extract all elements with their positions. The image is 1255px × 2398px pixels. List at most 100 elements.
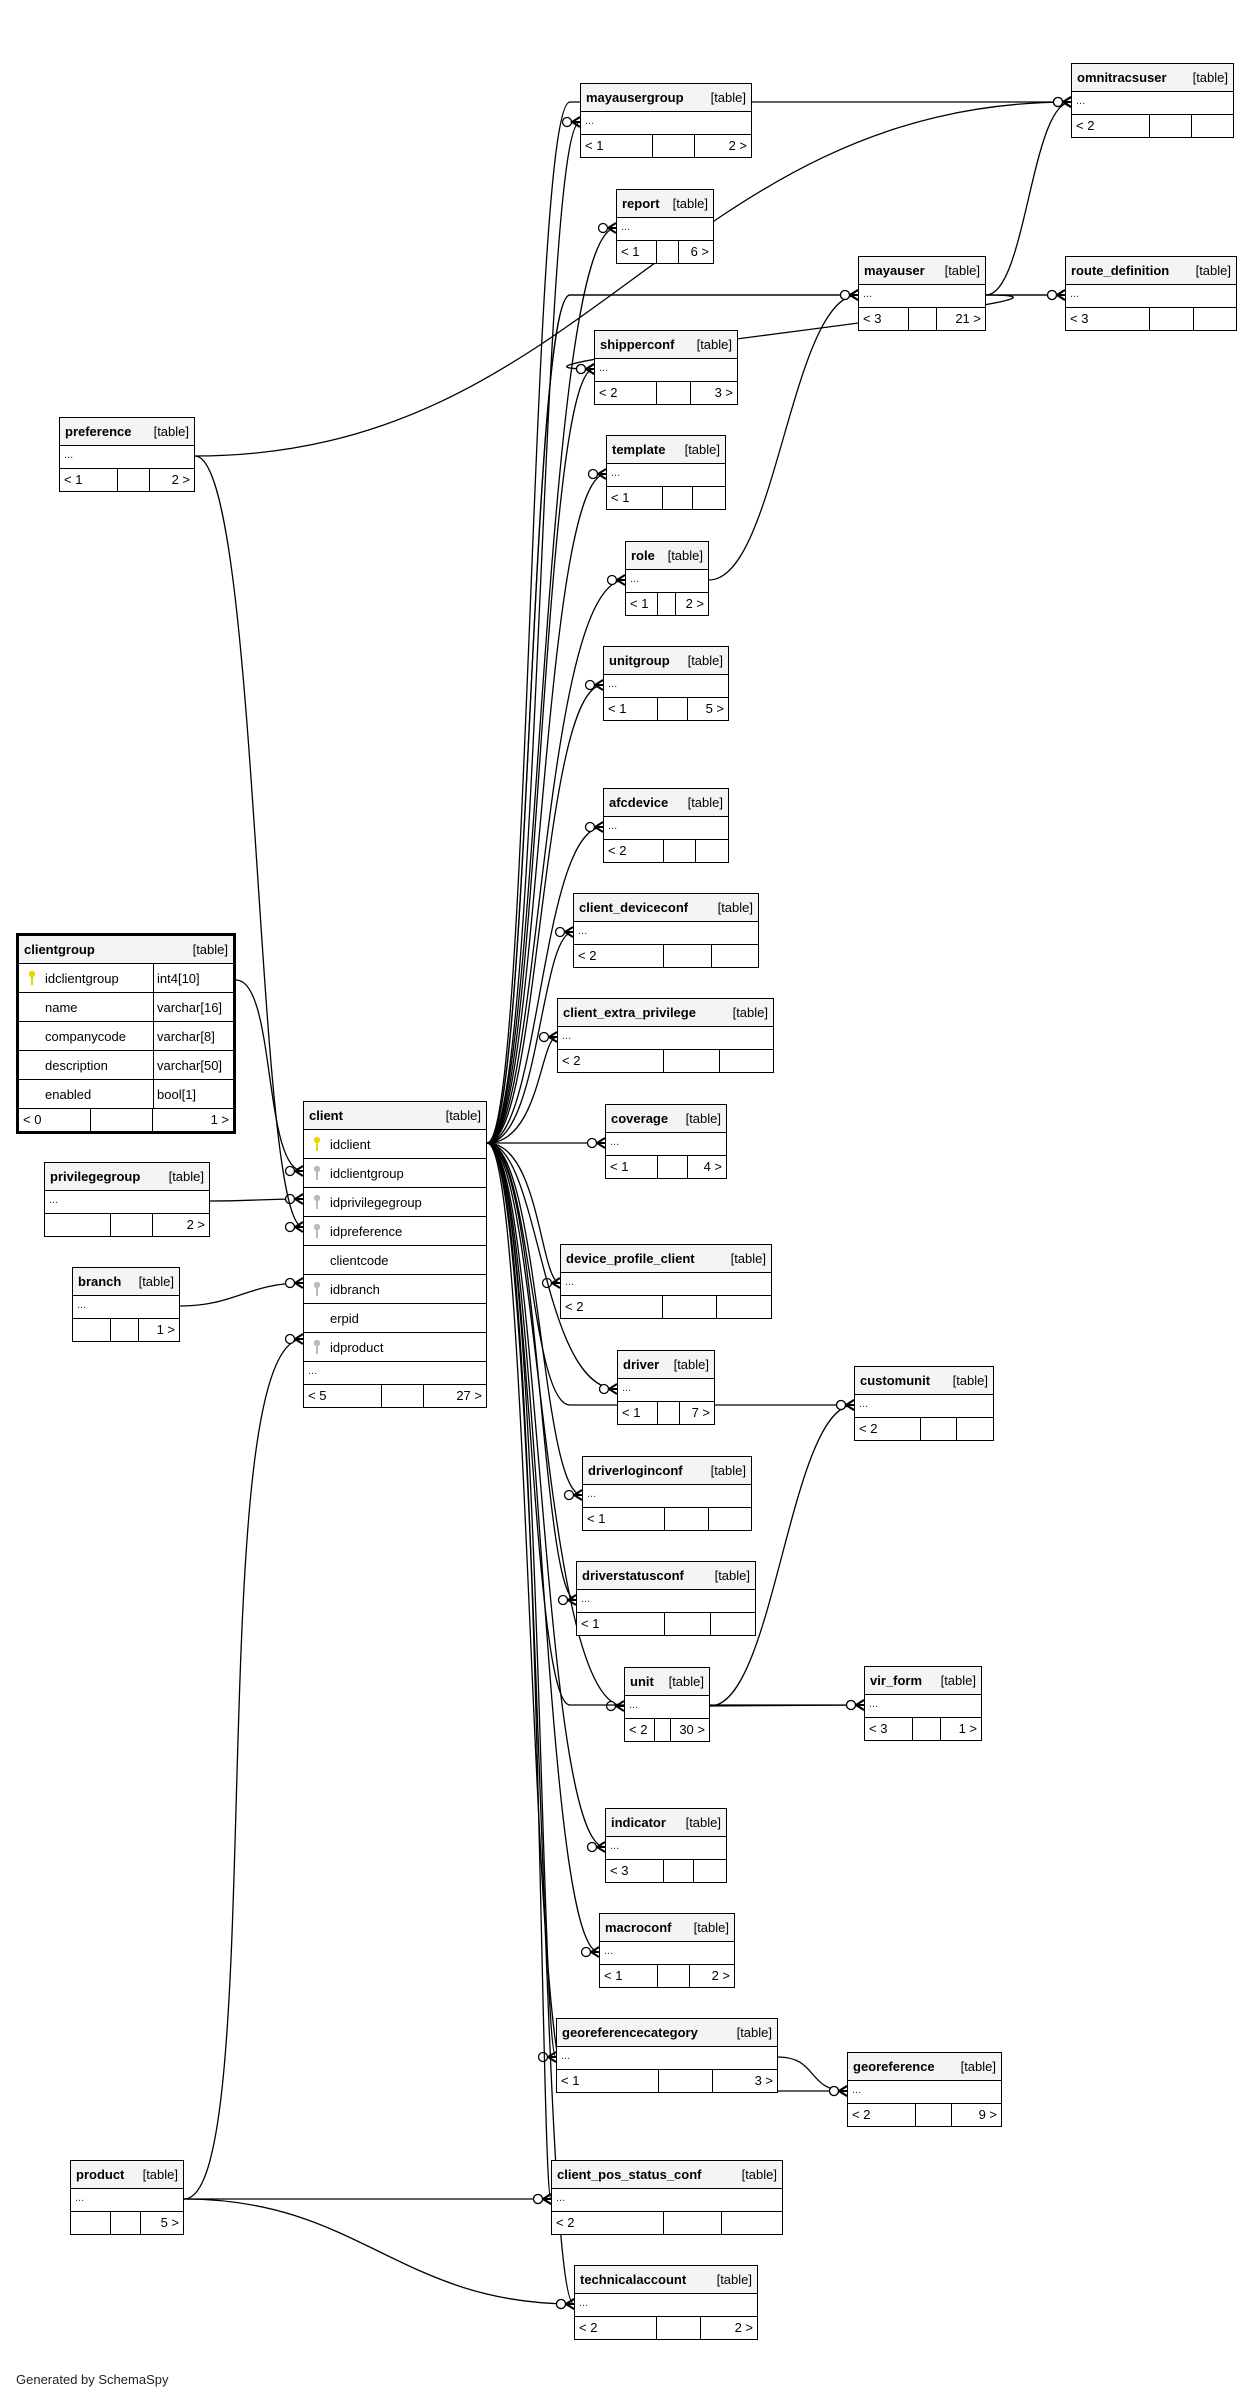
table-privilegegroup[interactable]: privilegegroup[table]...2 > [44, 1162, 210, 1237]
parents-count[interactable]: < 1 [604, 698, 658, 720]
children-count[interactable]: 2 > [734, 2320, 753, 2335]
column-row[interactable]: enabled bool[1] [19, 1080, 233, 1109]
parents-count[interactable]: < 3 [606, 1860, 664, 1882]
column-row[interactable]: idpreference [304, 1217, 486, 1246]
table-afcdevice[interactable]: afcdevice[table]...< 2 [603, 788, 729, 863]
column-row[interactable]: idprivilegegroup [304, 1188, 486, 1217]
parents-count[interactable]: < 2 [625, 1719, 655, 1741]
column-row[interactable]: idbranch [304, 1275, 486, 1304]
table-client_extra_privilege[interactable]: client_extra_privilege[table]...< 2 [557, 998, 774, 1073]
children-count[interactable]: 2 > [186, 1217, 205, 1232]
children-count[interactable]: 21 > [955, 311, 981, 326]
parents-count[interactable]: < 1 [617, 241, 657, 263]
children-count[interactable] [1194, 308, 1236, 330]
children-count[interactable]: 5 > [705, 701, 724, 716]
children-count[interactable] [712, 945, 758, 967]
children-count[interactable]: 30 > [679, 1722, 705, 1737]
table-omnitracsuser[interactable]: omnitracsuser[table]...< 2 [1071, 63, 1234, 138]
table-client_pos_status_conf[interactable]: client_pos_status_conf[table]...< 2 [551, 2160, 783, 2235]
parents-count[interactable] [73, 1319, 111, 1341]
children-count[interactable] [694, 1860, 726, 1882]
children-count[interactable]: 2 > [711, 1968, 730, 1983]
parents-count[interactable]: < 2 [855, 1418, 921, 1440]
children-count[interactable]: 4 > [703, 1159, 722, 1174]
column-row[interactable]: clientcode [304, 1246, 486, 1275]
parents-count[interactable]: < 1 [618, 1402, 658, 1424]
parents-count[interactable]: < 1 [60, 469, 118, 491]
parents-count[interactable]: < 2 [575, 2317, 657, 2339]
children-count[interactable]: 5 > [160, 2215, 179, 2230]
table-branch[interactable]: branch[table]...1 > [72, 1267, 180, 1342]
table-route_definition[interactable]: route_definition[table]...< 3 [1065, 256, 1237, 331]
table-driverloginconf[interactable]: driverloginconf[table]...< 1 [582, 1456, 752, 1531]
parents-count[interactable]: < 1 [606, 1156, 658, 1178]
children-count[interactable]: 3 > [754, 2073, 773, 2088]
children-count[interactable] [717, 1296, 771, 1318]
parents-count[interactable]: < 1 [583, 1508, 665, 1530]
children-count[interactable]: 2 > [728, 138, 747, 153]
column-row[interactable]: name varchar[16] [19, 993, 233, 1022]
parents-count[interactable]: < 2 [552, 2212, 664, 2234]
column-row[interactable]: idclientgroup [304, 1159, 486, 1188]
parents-count[interactable]: < 3 [859, 308, 909, 330]
children-count[interactable] [711, 1613, 755, 1635]
children-count[interactable]: 7 > [691, 1405, 710, 1420]
children-count[interactable]: 3 > [714, 385, 733, 400]
table-clientgroup[interactable]: clientgroup [table] idclientgroup int4[1… [16, 933, 236, 1134]
children-count[interactable] [957, 1418, 993, 1440]
parents-count[interactable]: < 2 [604, 840, 664, 862]
children-count[interactable]: 9 > [978, 2107, 997, 2122]
parents-count[interactable]: < 1 [626, 593, 658, 615]
children-count[interactable]: 6 > [690, 244, 709, 259]
column-row[interactable]: erpid [304, 1304, 486, 1333]
parents-count[interactable]: < 2 [848, 2104, 916, 2126]
parents-count[interactable]: < 3 [865, 1718, 913, 1740]
parents-count[interactable]: < 2 [595, 382, 657, 404]
column-row[interactable]: idproduct [304, 1333, 486, 1362]
children-count[interactable] [709, 1508, 751, 1530]
parents-count[interactable]: < 3 [1066, 308, 1150, 330]
parents-count[interactable]: < 1 [577, 1613, 665, 1635]
column-row[interactable]: description varchar[50] [19, 1051, 233, 1080]
column-row[interactable]: companycode varchar[8] [19, 1022, 233, 1051]
children-count[interactable]: 1 > [156, 1322, 175, 1337]
children-count[interactable]: 1 > [958, 1721, 977, 1736]
table-indicator[interactable]: indicator[table]...< 3 [605, 1808, 727, 1883]
parents-count[interactable]: < 0 [19, 1109, 91, 1131]
children-count[interactable] [1192, 115, 1233, 137]
column-row[interactable]: idclient [304, 1130, 486, 1159]
children-count[interactable]: 2 > [171, 472, 190, 487]
table-customunit[interactable]: customunit[table]...< 2 [854, 1366, 994, 1441]
parents-count[interactable]: < 1 [581, 135, 653, 157]
children-count[interactable] [720, 1050, 773, 1072]
children-count[interactable]: 27 > [456, 1388, 482, 1403]
parents-count[interactable]: < 2 [574, 945, 664, 967]
parents-count[interactable]: < 1 [557, 2070, 659, 2092]
parents-count[interactable]: < 2 [1072, 115, 1150, 137]
parents-count[interactable]: < 1 [600, 1965, 658, 1987]
table-client_deviceconf[interactable]: client_deviceconf[table]...< 2 [573, 893, 759, 968]
parents-count[interactable]: < 2 [561, 1296, 663, 1318]
parents-count[interactable]: < 2 [558, 1050, 664, 1072]
children-count[interactable] [696, 840, 728, 862]
children-count[interactable] [722, 2212, 782, 2234]
children-count[interactable]: 2 > [685, 596, 704, 611]
parents-count[interactable]: < 5 [304, 1385, 382, 1407]
children-count[interactable]: 1 > [210, 1112, 229, 1127]
table-driverstatusconf[interactable]: driverstatusconf[table]...< 1 [576, 1561, 756, 1636]
